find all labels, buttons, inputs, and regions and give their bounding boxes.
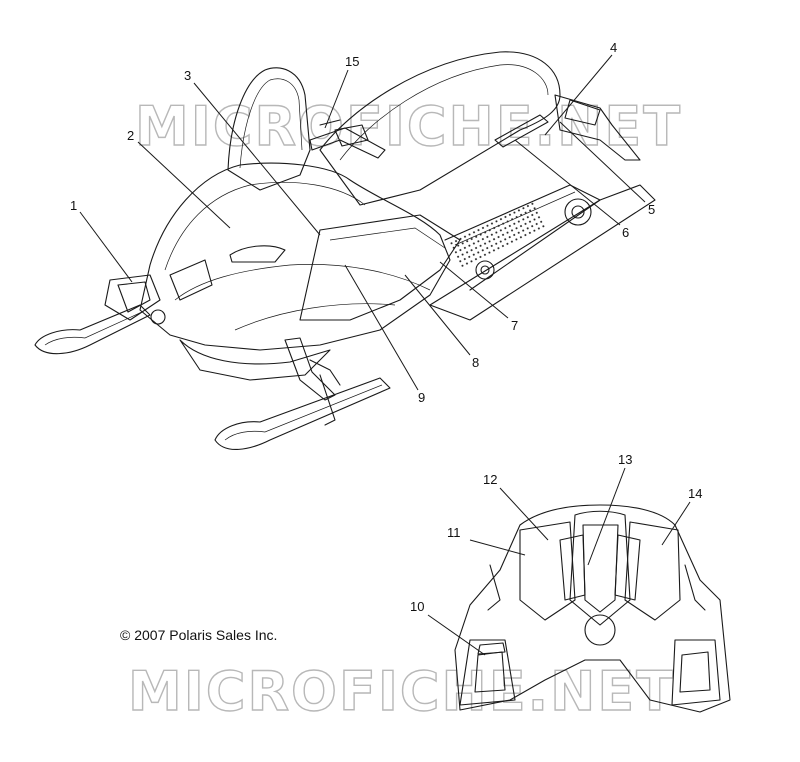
headlight [150,309,166,325]
decal-lower-right [671,639,721,706]
leader-14 [661,501,691,546]
leader-8 [404,274,471,356]
leader-9 [344,264,419,391]
callout-6: 6 [622,225,629,240]
front-grille [169,259,213,301]
leader-6 [514,139,621,226]
ski-left [34,304,151,355]
leader-lines [79,54,691,656]
hood-outline [454,504,731,713]
callouts: 1 2 3 4 5 6 7 8 9 10 11 12 13 14 15 [70,40,702,614]
snowmobile-illustration [34,51,656,451]
callout-10: 10 [410,599,424,614]
front-suspension [284,337,336,401]
windshield [227,67,311,191]
leader-15 [324,69,349,129]
decal-lower-left [459,639,516,706]
leader-10 [427,614,486,656]
callout-8: 8 [472,355,479,370]
side-vent [229,245,286,263]
callout-9: 9 [418,390,425,405]
callout-14: 14 [688,486,702,501]
leader-5 [559,121,646,203]
callout-4: 4 [610,40,617,55]
callout-13: 13 [618,452,632,467]
callout-12: 12 [483,472,497,487]
callout-7: 7 [511,318,518,333]
rear-bumper [554,94,641,161]
hood-front-view-illustration [454,504,731,713]
watermark-bottom: MICROFICHE.NET [128,660,675,723]
rear-idler-wheel [564,198,592,226]
callout-1: 1 [70,198,77,213]
hood-headlight [584,614,616,646]
hood-center [569,510,631,626]
watermark-top: MICROFICHE.NET [135,95,682,158]
leader-13 [587,467,626,566]
decal-left-panel [519,521,576,621]
callout-15: 15 [345,54,359,69]
copyright-notice: © 2007 Polaris Sales Inc. [120,627,277,643]
callout-5: 5 [648,202,655,217]
callout-2: 2 [127,128,134,143]
ski-right [214,377,391,451]
leader-7 [439,261,509,319]
mid-wheel [475,260,495,280]
leader-3 [193,82,321,236]
callout-11: 11 [447,525,461,540]
leader-11 [469,539,526,556]
leader-12 [499,487,549,541]
leader-1 [79,211,133,283]
leader-2 [137,141,231,229]
running-board-traction [448,200,547,270]
callout-3: 3 [184,68,191,83]
leader-4 [544,54,613,136]
hood [139,162,451,351]
decal-right-panel [624,521,681,621]
